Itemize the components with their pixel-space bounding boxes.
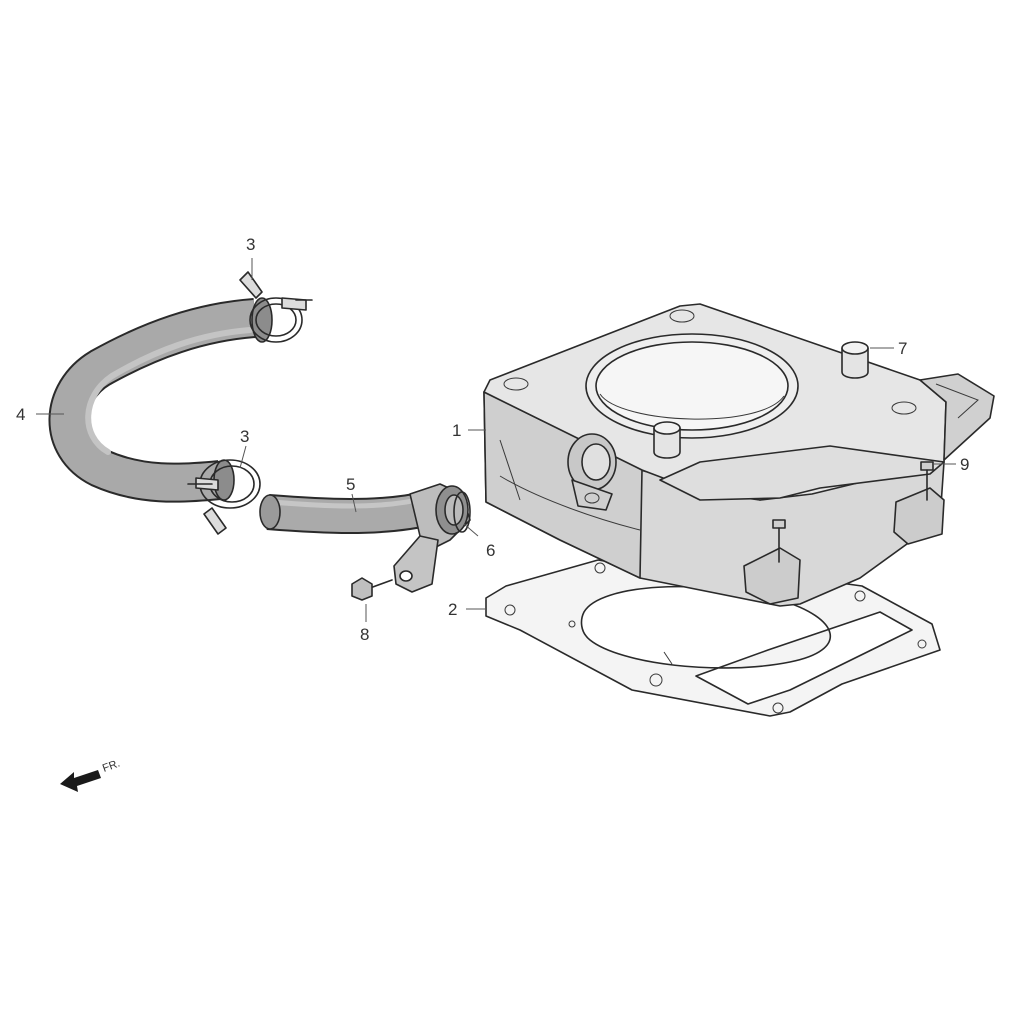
front-direction-label: FR. (101, 757, 122, 774)
cylinder-block (483, 303, 995, 607)
hose-clamp (239, 271, 313, 343)
callout-4: 4 (16, 405, 25, 424)
callout-5: 5 (346, 475, 355, 494)
callout-2: 2 (448, 600, 457, 619)
callout-8: 8 (360, 625, 369, 644)
front-direction-indicator: FR. (60, 757, 122, 792)
callout-1: 1 (452, 421, 461, 440)
dowel-pin (653, 341, 869, 459)
callout-6: 6 (486, 541, 495, 560)
leader-lines (36, 258, 956, 622)
water-hose (48, 297, 273, 503)
callout-3-lower: 3 (240, 427, 249, 446)
water-pipe (259, 483, 471, 593)
callout-9: 9 (960, 455, 969, 474)
hose-clamp (187, 459, 261, 535)
callout-3-upper: 3 (246, 235, 255, 254)
callout-7: 7 (898, 339, 907, 358)
flange-bolt (351, 577, 393, 601)
cylinder-bolt (772, 461, 934, 563)
o-ring (453, 491, 471, 533)
front-arrow-icon (60, 770, 101, 792)
callout-labels: 1 2 3 3 4 5 6 7 8 9 (16, 235, 969, 644)
